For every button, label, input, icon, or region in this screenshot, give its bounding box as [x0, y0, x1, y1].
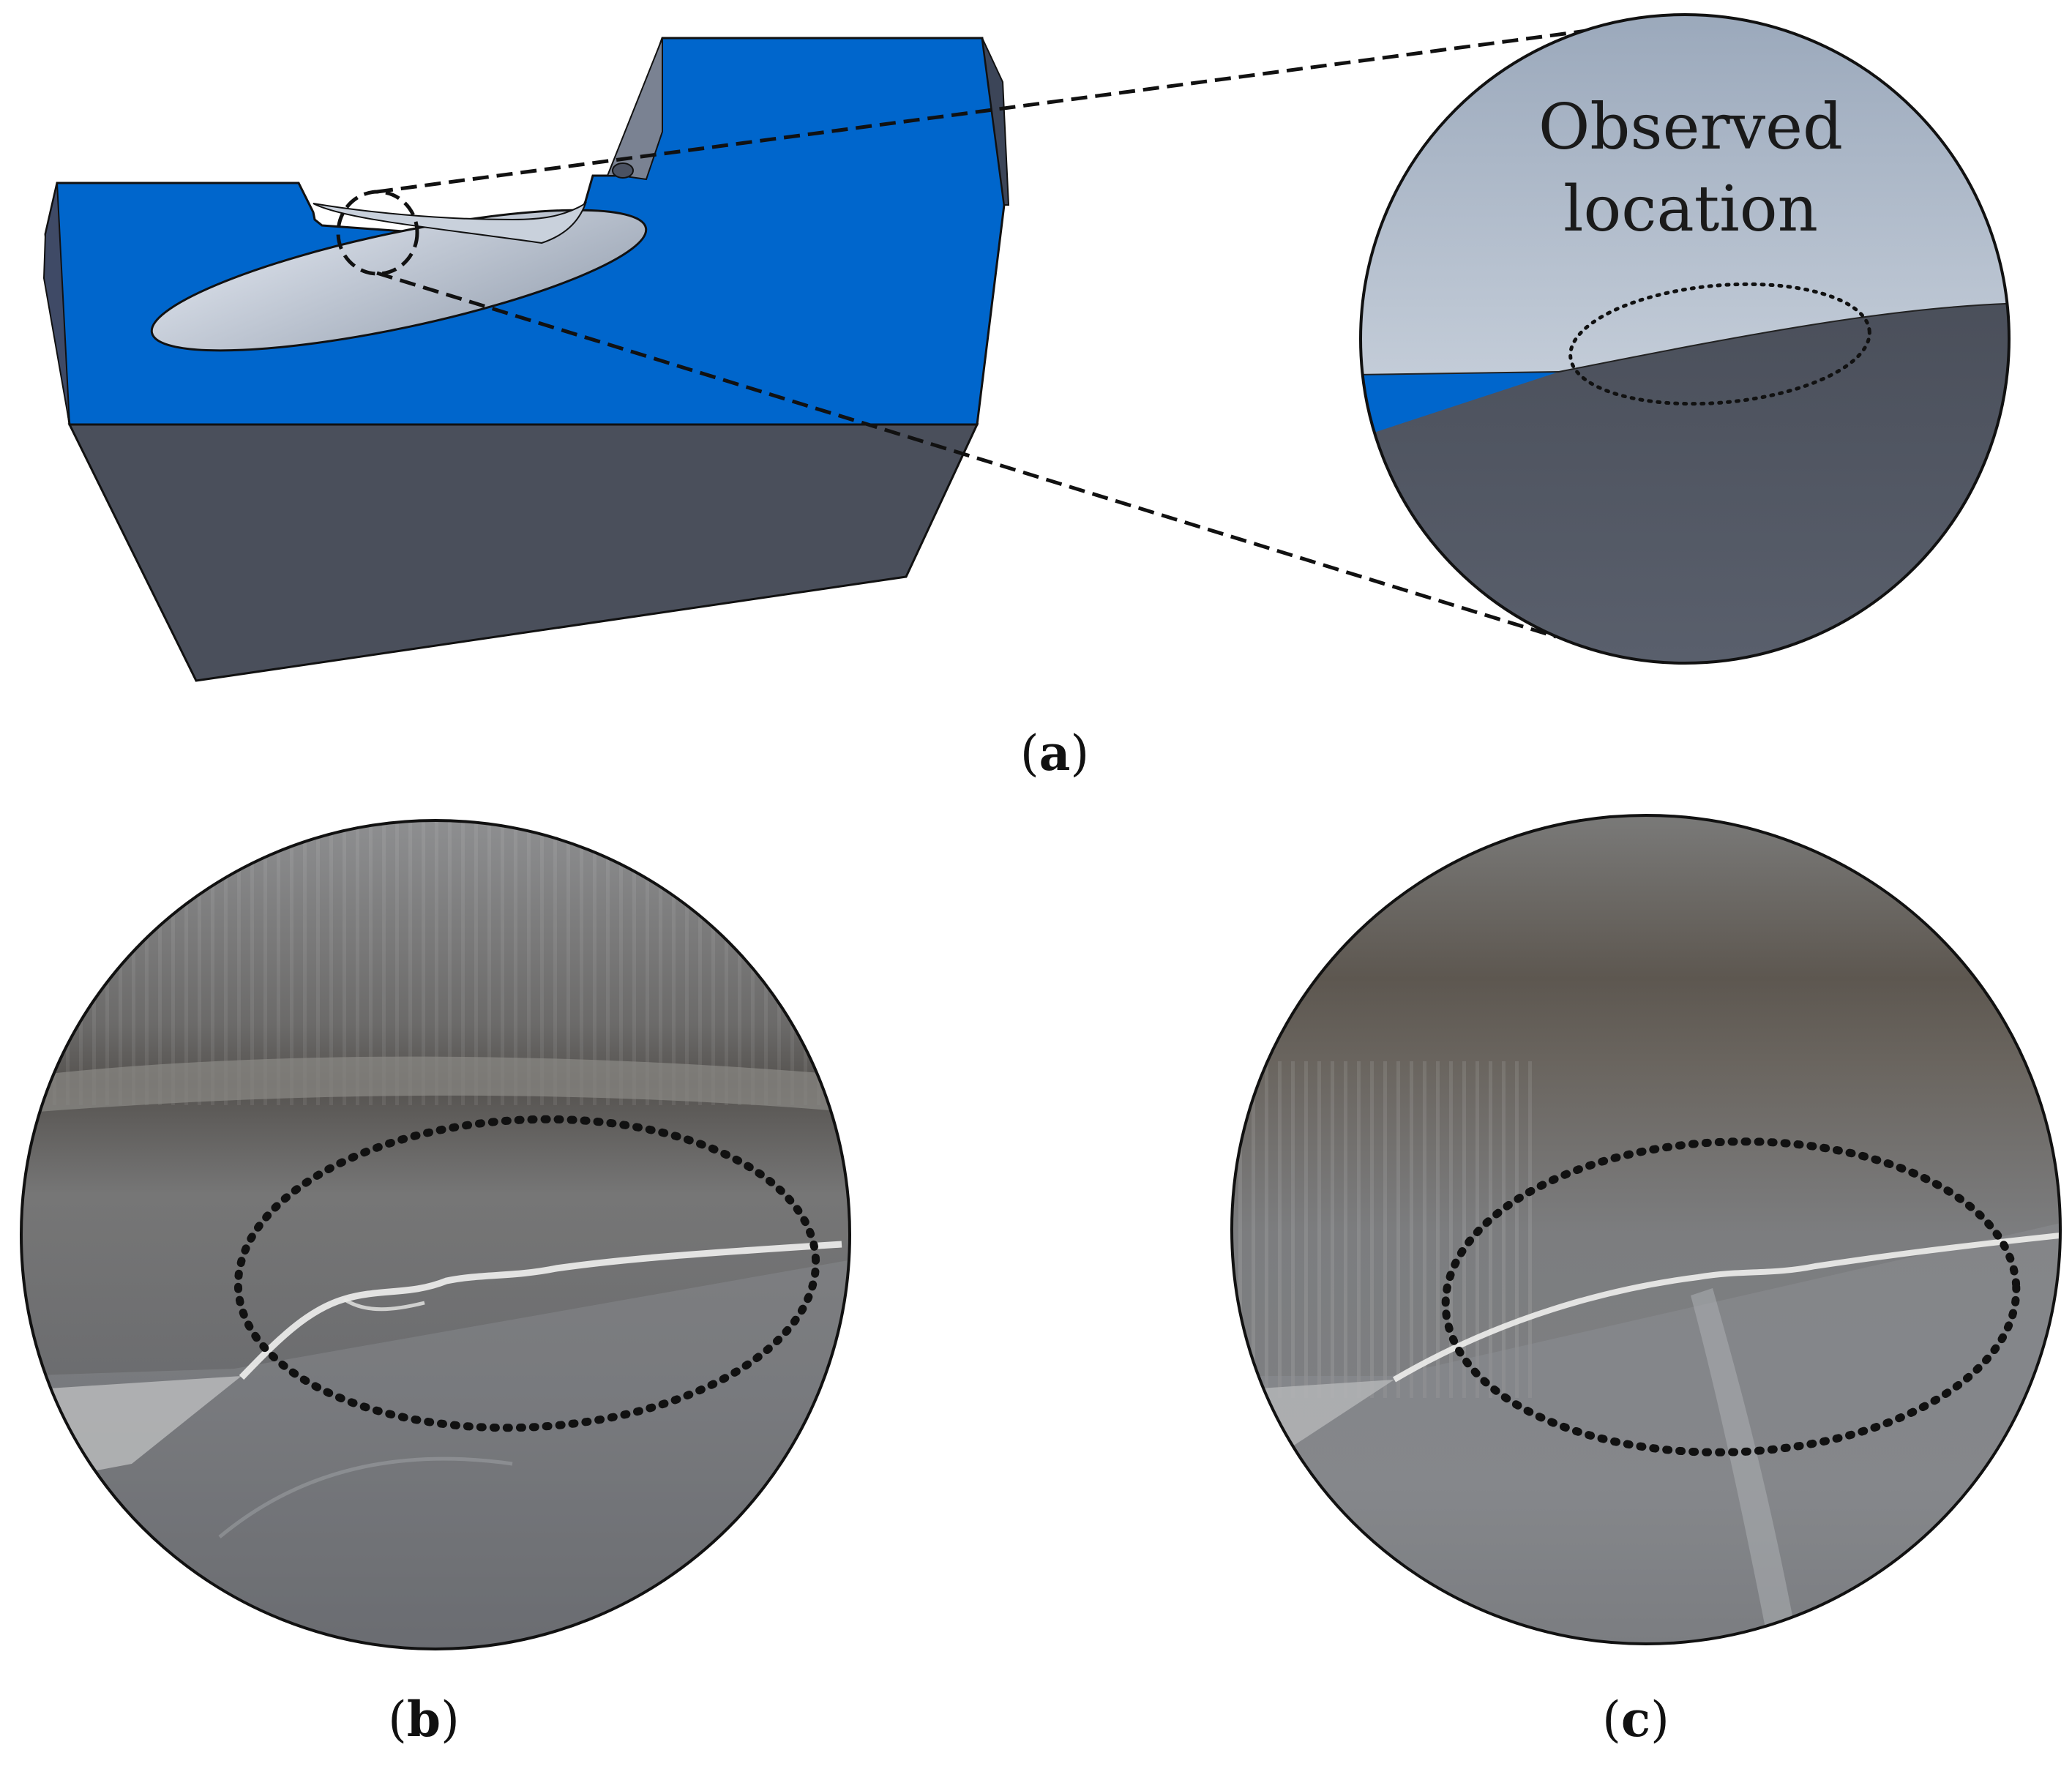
- insert-slot-wall: [606, 37, 663, 181]
- caption-a: (a): [945, 725, 1164, 782]
- observed-ellipse-b: [233, 1115, 820, 1432]
- zoom-blue-sliver: [1361, 372, 1559, 439]
- insert-model: [42, 37, 1010, 682]
- zoom-observed-ellipse: [1568, 282, 1871, 406]
- crack-b: [239, 1241, 842, 1380]
- caption-b-open: (: [388, 1691, 407, 1748]
- photo-c: [1230, 814, 2062, 1645]
- zoom-connector-lines: [376, 27, 1598, 639]
- caption-b-close: ): [441, 1691, 460, 1748]
- insert-lower-body: [67, 423, 979, 682]
- caption-a-open: (: [1020, 725, 1039, 782]
- crack-c: [1392, 1233, 2060, 1383]
- caption-c-open: (: [1602, 1691, 1621, 1748]
- observed-location-label: Observed location: [1456, 86, 1925, 250]
- insert-groove: [150, 209, 648, 352]
- caption-c-close: ): [1650, 1691, 1669, 1748]
- observed-ellipse-c: [1441, 1137, 2021, 1456]
- caption-c-letter: c: [1620, 1691, 1651, 1748]
- observed-label-line2: location: [1563, 173, 1818, 246]
- caption-a-letter: a: [1039, 725, 1071, 782]
- connector-upper: [376, 27, 1598, 194]
- observed-label-line1: Observed: [1538, 91, 1844, 164]
- caption-c: (c): [1526, 1691, 1746, 1748]
- caption-b-letter: b: [406, 1691, 441, 1748]
- insert-right-bevel: [981, 37, 1010, 206]
- connector-lower: [376, 271, 1557, 639]
- photo-b: [20, 819, 851, 1650]
- caption-b: (b): [314, 1691, 534, 1748]
- zoom-circle: [1359, 13, 2011, 665]
- insert-slot-hole: [612, 162, 634, 179]
- caption-a-close: ): [1070, 725, 1090, 782]
- insert-rake-edge: [313, 201, 587, 244]
- insert-left-bevel: [42, 182, 70, 425]
